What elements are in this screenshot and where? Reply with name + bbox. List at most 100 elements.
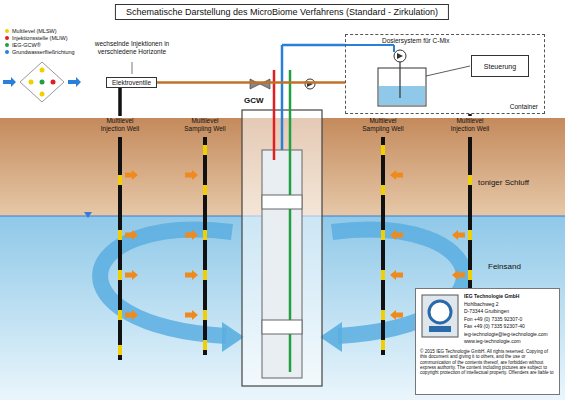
- drawing-circle: [394, 50, 406, 62]
- drawing-line: [345, 44, 394, 46]
- drawing-line: [118, 345, 122, 355]
- label-text: Multilevel Injection Well: [445, 117, 495, 132]
- drawing-rect: [262, 195, 302, 209]
- legend-row: IEG-GCW®: [5, 42, 41, 48]
- legend-row: Multilevel (MLSW): [5, 28, 57, 34]
- legend-row: Injektionsstelle (MLIW): [5, 35, 68, 41]
- drawing-line: [468, 175, 472, 185]
- node-text: Fax +49 (0) 7335 92307-40: [464, 323, 525, 329]
- node-text: Steuerung: [484, 63, 516, 70]
- drawing-use: [185, 230, 198, 240]
- drawing-line: [468, 114, 472, 116]
- drawing-line: [118, 88, 122, 116]
- label-text: Multilevel Injection Well: [95, 117, 145, 132]
- drawing-line: [203, 310, 207, 320]
- node-text: IEG Technologie GmbH: [464, 293, 519, 299]
- drawing-line: [203, 340, 207, 350]
- drawing-line: [118, 175, 122, 185]
- drawing-polygon: [260, 79, 270, 89]
- drawing-line: [399, 58, 400, 98]
- drawing-line: [118, 230, 122, 240]
- drawing-use: [125, 270, 138, 280]
- company-logo: [421, 294, 459, 338]
- drawing-line: [118, 310, 122, 320]
- legend-text: Injektionsstelle (MLIW): [12, 35, 68, 41]
- drawing-use: [390, 170, 403, 180]
- drawing-line: [381, 137, 385, 355]
- drawing-line: [468, 230, 472, 240]
- node-text: Container: [510, 103, 538, 110]
- drawing-line: [381, 310, 385, 320]
- legend-swatch: [5, 29, 9, 33]
- label-text: Multilevel Sampling Well: [358, 117, 408, 132]
- label-text: GCW: [244, 96, 274, 105]
- container-box: Dosiersystem für C-MixContainer Steuerung: [345, 34, 545, 114]
- node-text: ieg-technologie@ieg-technologie.com: [464, 331, 548, 337]
- drawing-circle: [305, 79, 315, 89]
- label-text: wechselnde Injektionen in verschiedene H…: [92, 40, 172, 55]
- control-box: Steuerung: [471, 55, 529, 77]
- drawing-use: [452, 270, 465, 280]
- node-text: Fon +49 (0) 7335 92307-0: [464, 316, 522, 322]
- label-text: Multilevel Sampling Well: [180, 117, 230, 132]
- drawing-circle: [40, 80, 45, 85]
- legend-row: Grundwasserfließrichtung: [5, 49, 75, 55]
- drawing-use: [390, 230, 403, 240]
- drawing-rect: [379, 86, 425, 105]
- drawing-use: [390, 310, 403, 320]
- node-text: D-73344 Gruibingen: [464, 308, 509, 314]
- drawing-line: [426, 66, 470, 76]
- valve-box: Elektroventile: [106, 77, 157, 88]
- node-text: © 2015 IEG Technologie GmbH. All rights …: [420, 349, 555, 375]
- label-text: toniger Schluff: [478, 178, 558, 187]
- drawing-polygon: [397, 53, 403, 59]
- drawing-polygon: [20, 62, 64, 102]
- drawing-line: [381, 145, 385, 155]
- node-text: Dosiersystem für C-Mix: [382, 37, 450, 44]
- drawing-line: [381, 230, 385, 240]
- drawing-use: [185, 170, 198, 180]
- drawing-line: [118, 270, 122, 280]
- drawing-line: [381, 185, 385, 195]
- drawing-line: [393, 45, 395, 52]
- drawing-use: [125, 170, 138, 180]
- node-text: Hohlbachweg 2: [464, 301, 498, 307]
- company-box: IEG Technologie GmbH Hohlbachweg 2D-73344…: [415, 288, 560, 395]
- drawing-rect: [242, 110, 322, 386]
- drawing-polygon: [250, 79, 260, 89]
- legend-text: Multilevel (MLSW): [12, 28, 57, 34]
- drawing-polygon: [68, 77, 81, 87]
- legend-swatch: [5, 36, 9, 40]
- diagram-title: Schematische Darstellung des MicroBiome …: [115, 4, 449, 20]
- legend-text: Grundwasserfließrichtung: [12, 49, 75, 55]
- drawing-line: [203, 270, 207, 280]
- drawing-circle: [40, 68, 45, 73]
- drawing-use: [125, 230, 138, 240]
- drawing-g: [125, 170, 465, 320]
- drawing-polygon: [320, 322, 342, 352]
- drawing-line: [203, 185, 207, 195]
- drawing-rect: [378, 68, 426, 106]
- drawing-line: [468, 270, 472, 280]
- drawing-circle: [429, 301, 451, 323]
- node-text: Elektroventile: [112, 79, 151, 86]
- drawing-line: [203, 145, 207, 155]
- drawing-line: [203, 137, 207, 355]
- drawing-polygon: [222, 322, 244, 352]
- drawing-circle: [40, 92, 45, 97]
- legend-text: IEG-GCW®: [12, 42, 41, 48]
- legend-swatch: [5, 43, 9, 47]
- drawing-svg: [421, 294, 459, 338]
- label-text: Feinsand: [488, 262, 558, 271]
- drawing-use: [390, 270, 403, 280]
- drawing-use: [452, 230, 465, 240]
- drawing-line: [132, 62, 133, 74]
- drawing-rect: [422, 295, 458, 337]
- pipe-connector: [157, 81, 345, 84]
- drawing-polygon: [3, 77, 16, 87]
- drawing-line: [381, 270, 385, 280]
- drawing-rect: [262, 150, 302, 378]
- drawing-use: [185, 270, 198, 280]
- drawing-line: [282, 44, 345, 47]
